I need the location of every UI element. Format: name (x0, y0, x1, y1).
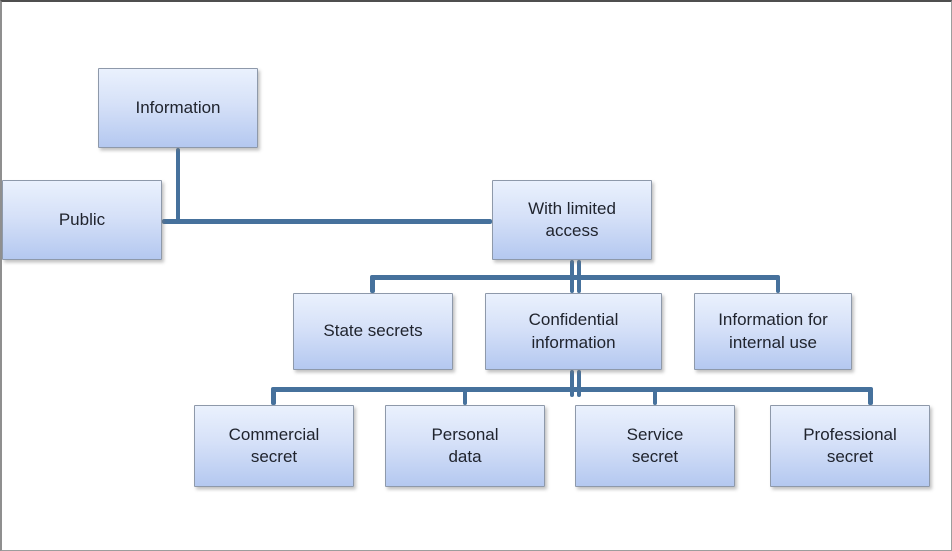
connector-stub-internal-use (775, 277, 780, 293)
connector-confidential-drop-left (569, 370, 574, 397)
node-information: Information (98, 68, 258, 148)
node-information-for-internal-use-label: Information for internal use (718, 310, 828, 352)
connector-stub-personal-data (462, 389, 468, 405)
node-public-label: Public (58, 209, 106, 229)
node-personal-data: Personal data (385, 405, 545, 487)
connector-level3-horizontal (370, 275, 780, 280)
connector-confidential-drop-right (576, 370, 581, 397)
node-with-limited-access-label: With limited access (528, 198, 616, 240)
connector-information-drop (175, 148, 180, 224)
node-public: Public (2, 180, 162, 260)
node-professional-secret: Professional secret (770, 405, 930, 487)
connector-stub-professional-secret (868, 389, 873, 405)
connector-stub-service-secret (652, 389, 658, 405)
node-service-secret: Service secret (575, 405, 735, 487)
node-commercial-secret: Commercial secret (194, 405, 354, 487)
node-confidential-information-label: Confidential information (528, 310, 619, 352)
node-with-limited-access: With limited access (492, 180, 652, 260)
connector-stub-commercial-secret (271, 389, 276, 405)
node-information-for-internal-use: Information for internal use (694, 293, 852, 370)
node-personal-data-label: Personal data (431, 424, 499, 466)
node-state-secrets-label: State secrets (323, 321, 423, 341)
connector-level4-horizontal (271, 387, 873, 392)
connector-stub-state-secrets (370, 277, 375, 293)
node-state-secrets: State secrets (293, 293, 453, 370)
node-professional-secret-label: Professional secret (803, 424, 897, 466)
node-service-secret-label: Service secret (626, 424, 684, 466)
node-information-label: Information (135, 97, 221, 117)
connector-level2-horizontal (162, 219, 492, 224)
node-commercial-secret-label: Commercial secret (228, 424, 320, 466)
node-confidential-information: Confidential information (485, 293, 662, 370)
